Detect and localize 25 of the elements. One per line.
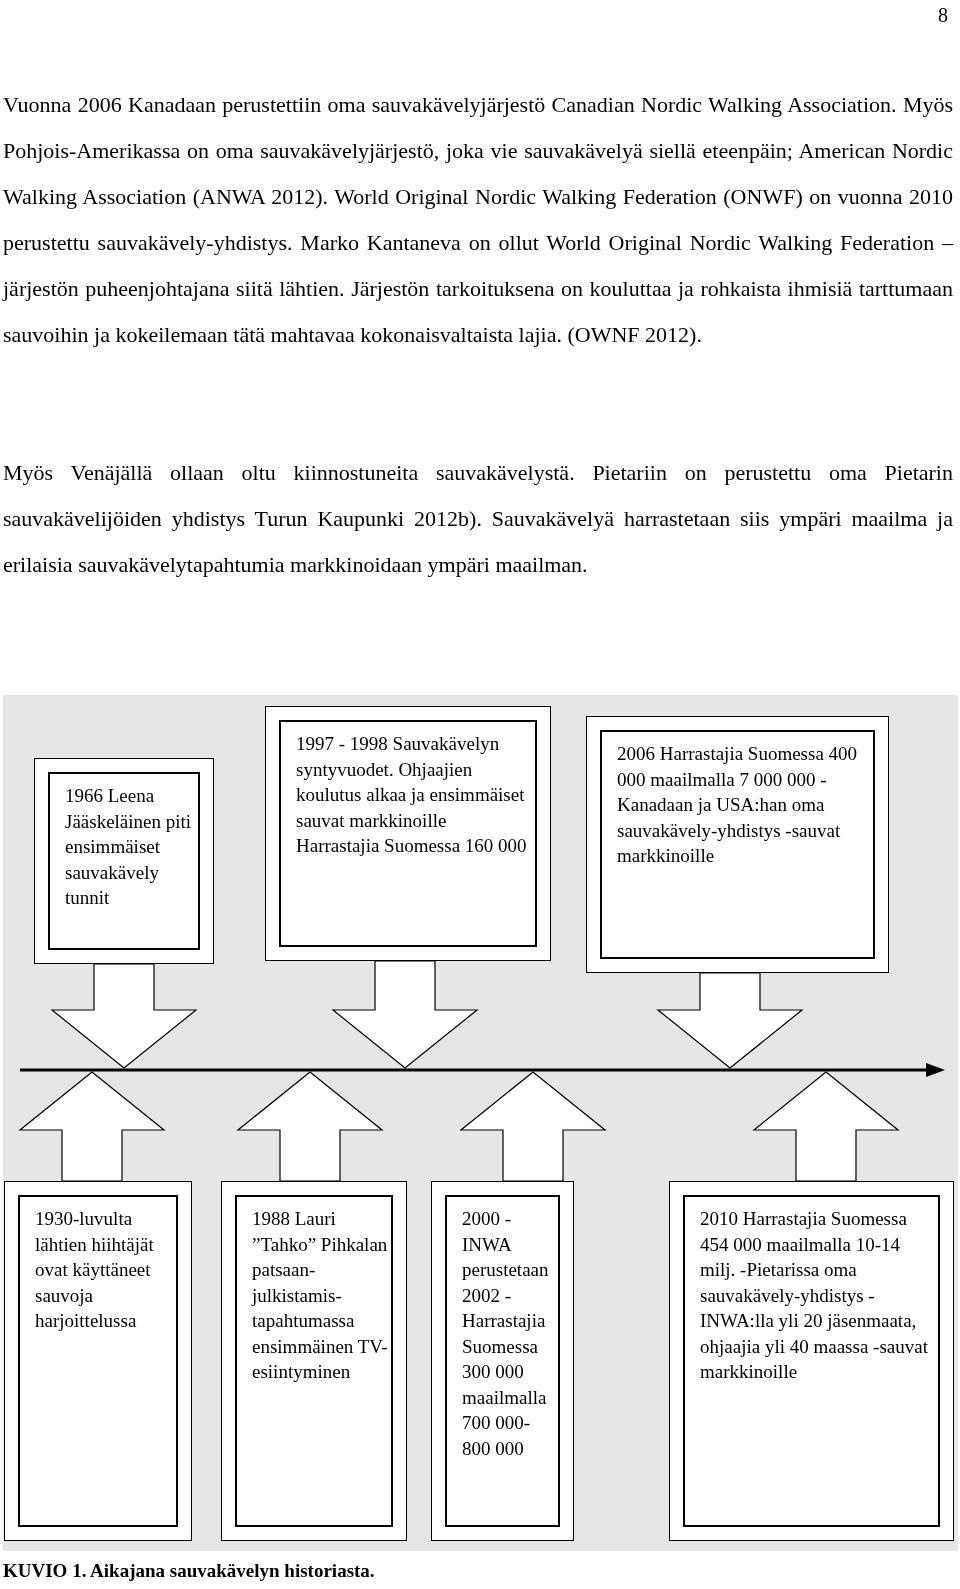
event-text: 2006 Harrastajia Suomessa 400 000 maailmalla 7 000 000 - Kanadaan ja USA:han oma sauvakävely-yhdistys -sauvat markkinoille [617, 742, 859, 868]
body-paragraph: Myös Venäjällä ollaan oltu kiinnostuneita sauvakävelystä. Pietariin on perustettu oma Pietarin sauvakävelijöiden yhdistys Turun Kaupunki 2012b). Sauvakävelyä harrastetaan siis ympäri maailma ja erilaisia sauvakävelytapahtumia markkinoidaan ympäri maailman. [3, 459, 953, 579]
block-arrow [50, 963, 198, 1069]
figure-caption: KUVIO 1. Aikajana sauvakävelyn historiasta. [3, 1560, 375, 1582]
block-arrow [752, 1071, 900, 1182]
event-text: 1966 Leena Jääskeläinen piti ensimmäiset sauvakävely tunnit [65, 784, 193, 910]
body-paragraph: Vuonna 2006 Kanadaan perustettiin oma sauvakävelyjärjestö Canadian Nordic Walking Association. Myös Pohjois-Amerikassa on oma sauvakävelyjärjestö, joka vie sauvakävelyä siellä eteenpäin; American Nordic Walking Association (ANWA 2012). World Original Nordic Walking Federation (ONWF) on vuonna 2010 perustettu sauvakävely-yhdistys. Marko Kantaneva on ollut World Original Nordic Walking Federation – järjestön puheenjohtajana siitä lähtien. Järjestön tarkoituksena on kouluttaa ja rohkaista ihmisiä tarttumaan sauvoihin ja kokeilemaan tätä mahtavaa kokonaisvaltaista lajia. (OWNF 2012). [3, 91, 953, 349]
event-text: 2010 Harrastajia Suomessa 454 000 maailmalla 10-14 milj. -Pietarissa oma sauvakävely-yhdistys -INWA:lla yli 20 jäsenmaata, ohjaajia yli 40 maassa -sauvat markkinoille [700, 1207, 929, 1384]
timeline-box [586, 716, 889, 973]
timeline-box [4, 1181, 192, 1541]
block-arrow [18, 1071, 166, 1182]
event-text: 1930-luvulta lähtien hiihtäjät ovat käyttäneet sauvoja harjoittelussa [35, 1207, 155, 1333]
timeline-box [431, 1181, 574, 1541]
page-number: 8 [938, 4, 948, 27]
timeline-box [221, 1181, 407, 1541]
event-text: 1988 Lauri ”Tahko” Pihkalan patsaan-julkistamis-tapahtumassa ensimmäinen TV-esiintyminen [252, 1207, 388, 1384]
timeline-box [669, 1181, 954, 1541]
event-text: 1997 - 1998 Sauvakävelyn syntyvuodet. Ohjaajien koulutus alkaa ja ensimmäiset sauvat markkinoille Harrastajia Suomessa 160 000 [296, 732, 528, 858]
block-arrow [459, 1071, 607, 1182]
block-arrow [656, 972, 804, 1069]
block-arrow [236, 1071, 384, 1182]
timeline-box [34, 758, 214, 964]
event-text: 2000 - INWA perustetaan 2002 -Harrastajia Suomessa 300 000 maailmalla 700 000-800 000 [462, 1207, 550, 1461]
block-arrow [331, 960, 479, 1069]
timeline-box [265, 706, 551, 961]
